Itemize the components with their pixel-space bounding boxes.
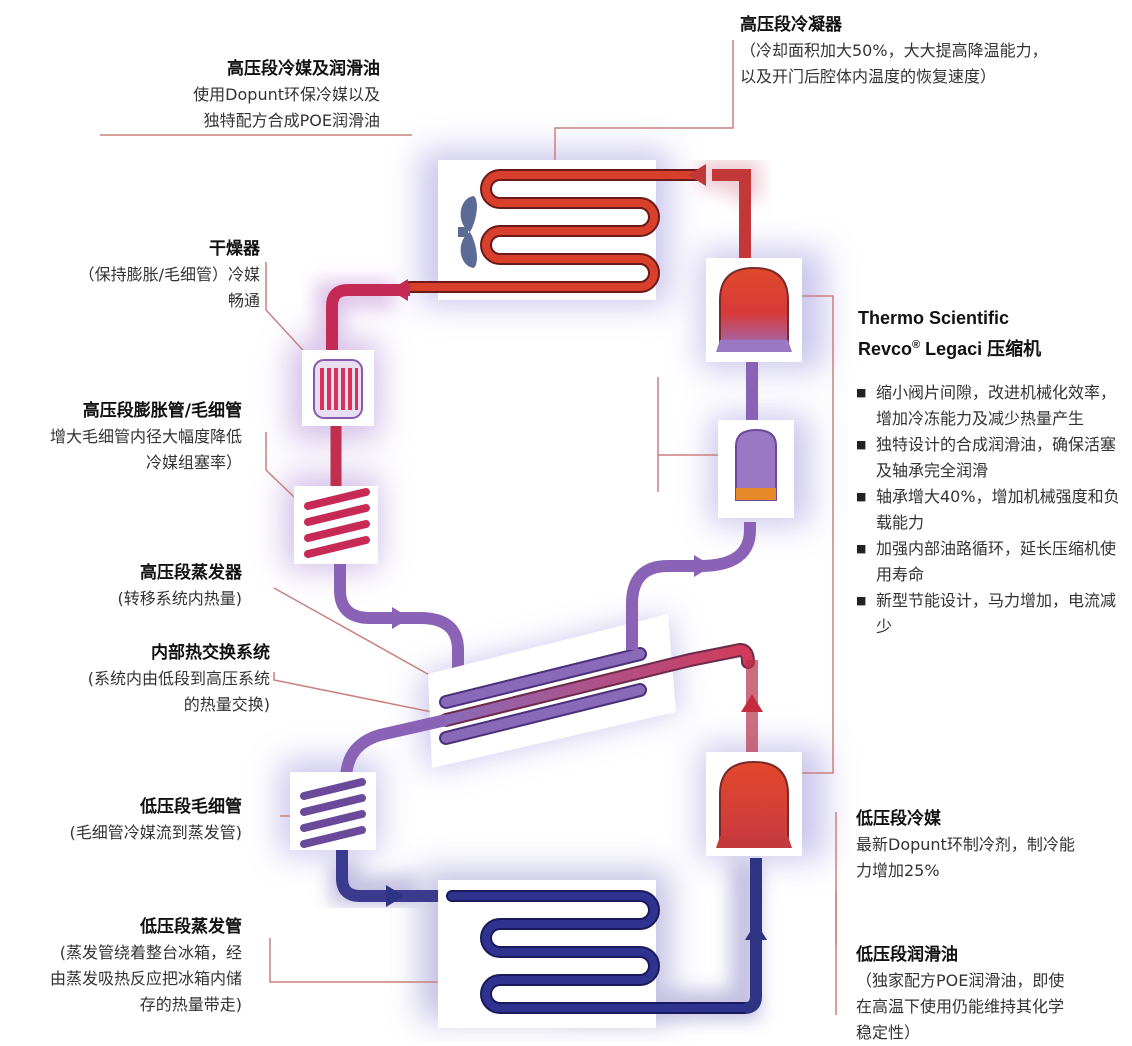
flow-arrow-evaporator [392,607,410,629]
label-line: 增大毛细管内径大幅度降低 [49,427,242,446]
lp-capillary-coil [300,778,366,848]
drier-icon [313,359,363,419]
pipe-exchanger-to-hp-compressor [626,522,756,650]
label-line: 稳定性） [856,1023,921,1042]
lp-compressor-icon [716,760,792,848]
flow-arrow-condenser [688,164,706,186]
flow-arrow-lp-evaporator [386,885,404,907]
feature-item: 新型节能设计，马力增加，电流减少 [856,588,1124,640]
compressor-feature-list: 缩小阀片间隙，改进机械化效率，增加冷冻能力及减少热量产生 独特设计的合成润滑油，… [856,380,1124,640]
label-lp-evaporator: 低压段蒸发管 (蒸发管绕着整台冰箱，经 由蒸发吸热反应把冰箱内储 存的热量带走) [4,914,242,1018]
label-title: 低压段润滑油 [856,945,958,965]
leader-lp-evaporator [269,938,460,983]
label-line: 以及开门后腔体内温度的恢复速度） [740,67,997,86]
label-hp-capillary: 高压段膨胀管/毛细管 增大毛细管内径大幅度降低 冷媒组塞率） [4,398,242,476]
label-line: （冷却面积加大50%，大大提高降温能力， [740,41,1048,60]
label-line: 的热量交换) [183,695,270,714]
label-title: 低压段蒸发管 [140,917,242,937]
flow-arrow-lp-compressor [745,922,767,940]
label-heat-exchange: 内部热交换系统 (系统内由低段到高压系统 的热量交换) [8,640,270,718]
feature-item: 缩小阀片间隙，改进机械化效率，增加冷冻能力及减少热量产生 [856,380,1124,432]
hp-compressor-icon [716,266,792,352]
registered-mark: ® [912,339,921,351]
label-line: (转移系统内热量) [117,589,243,608]
label-line: 冷媒组塞率） [145,453,242,472]
pipe-condenser-to-drier [326,284,410,360]
flow-arrow-return [694,555,712,577]
brand-name: Revco [858,339,913,359]
label-drier: 干燥器 （保持膨胀/毛细管）冷媒 畅通 [10,236,260,314]
evaporator-coil [446,890,751,1014]
feature-item: 加强内部油路循环，延长压缩机使用寿命 [856,536,1124,588]
oil-tank-icon [735,428,777,501]
label-line: （保持膨胀/毛细管）冷媒 [78,265,260,284]
label-hp-evaporator: 高压段蒸发器 (转移系统内热量) [20,560,243,612]
label-line: 畅通 [227,291,260,310]
leader-hp-condenser [554,40,734,188]
label-line: (毛细管冷媒流到蒸发管) [69,823,243,842]
label-title: 干燥器 [209,239,260,259]
label-line: 独特配方合成POE润滑油 [203,111,380,130]
flow-arrow-drier [390,279,408,301]
compressor-brand: Thermo Scientific Revco® Legaci 压缩机 [858,305,1041,363]
leader-drier [265,262,313,361]
brand-line-2: Revco® Legaci 压缩机 [858,332,1041,363]
label-title: 高压段膨胀管/毛细管 [82,401,242,421]
label-title: 高压段蒸发器 [140,563,242,583]
fan-icon [458,196,477,268]
label-title: 高压段冷凝器 [740,15,842,35]
label-hp-condenser: 高压段冷凝器 （冷却面积加大50%，大大提高降温能力， 以及开门后腔体内温度的恢… [740,12,1130,90]
label-line: (蒸发管绕着整台冰箱，经 [59,943,242,962]
label-line: (系统内由低段到高压系统 [87,669,270,688]
pipe-evaporator-to-lp-compressor [744,858,762,1014]
flow-arrow-exchanger [741,694,763,712]
heat-exchanger-coil [439,642,755,745]
label-line: 最新Dopunt环制冷剂，制冷能 [856,835,1075,854]
label-title: 高压段冷媒及润滑油 [227,59,380,79]
brand-line-1: Thermo Scientific [858,308,1010,328]
leader-heat-exchange [273,672,433,713]
label-title: 低压段毛细管 [140,797,242,817]
label-line: 由蒸发吸热反应把冰箱内储 [49,969,242,988]
pipe-lp-capillary-to-evaporator [336,850,452,902]
feature-item: 独特设计的合成润滑油，确保活塞及轴承完全润滑 [856,432,1124,484]
label-lp-refrigerant: 低压段冷媒 最新Dopunt环制冷剂，制冷能 力增加25% [856,806,1128,884]
label-line: 存的热量带走) [139,995,242,1014]
label-line: （独家配方POE润滑油，即使 [856,971,1065,990]
label-hp-refrigerant: 高压段冷媒及润滑油 使用Dopunt环保冷媒以及 独特配方合成POE润滑油 [40,56,380,134]
label-lp-capillary: 低压段毛细管 (毛细管冷媒流到蒸发管) [20,794,243,846]
condenser-coil [404,169,706,293]
hp-capillary-coil [304,488,370,558]
label-line: 使用Dopunt环保冷媒以及 [193,85,380,104]
label-lp-oil: 低压段润滑油 （独家配方POE润滑油，即使 在高温下使用仍能维持其化学 稳定性） [856,942,1128,1046]
label-title: 内部热交换系统 [151,643,270,663]
label-title: 低压段冷媒 [856,809,941,829]
feature-item: 轴承增大40%，增加机械强度和负载能力 [856,484,1124,536]
leader-hp-evaporator [273,587,443,683]
brand-product: Legaci 压缩机 [920,339,1042,359]
label-line: 在高温下使用仍能维持其化学 [856,997,1065,1016]
label-line: 力增加25% [856,861,940,880]
